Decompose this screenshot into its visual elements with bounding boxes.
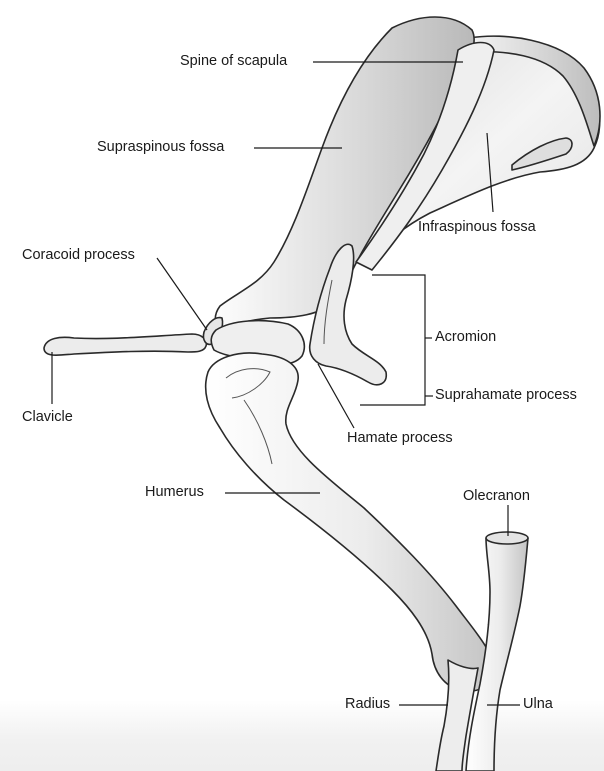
label-clavicle: Clavicle xyxy=(22,409,73,425)
label-coracoid-process: Coracoid process xyxy=(22,247,135,263)
label-ulna: Ulna xyxy=(523,696,553,712)
label-hamate-process: Hamate process xyxy=(347,430,453,446)
label-spine-of-scapula: Spine of scapula xyxy=(180,53,287,69)
label-radius: Radius xyxy=(345,696,390,712)
bracket-acromion xyxy=(360,275,425,405)
label-acromion: Acromion xyxy=(435,329,496,345)
label-humerus: Humerus xyxy=(145,484,204,500)
humerus-shape xyxy=(206,353,494,691)
label-olecranon: Olecranon xyxy=(463,488,530,504)
olecranon-top xyxy=(486,532,528,544)
leader-coracoid-process xyxy=(157,258,207,330)
label-infraspinous-fossa: Infraspinous fossa xyxy=(418,219,536,235)
clavicle-shape xyxy=(44,334,206,355)
leader-hamate-process xyxy=(318,364,354,428)
label-suprahamate-process: Suprahamate process xyxy=(435,387,577,403)
label-supraspinous-fossa: Supraspinous fossa xyxy=(97,139,224,155)
